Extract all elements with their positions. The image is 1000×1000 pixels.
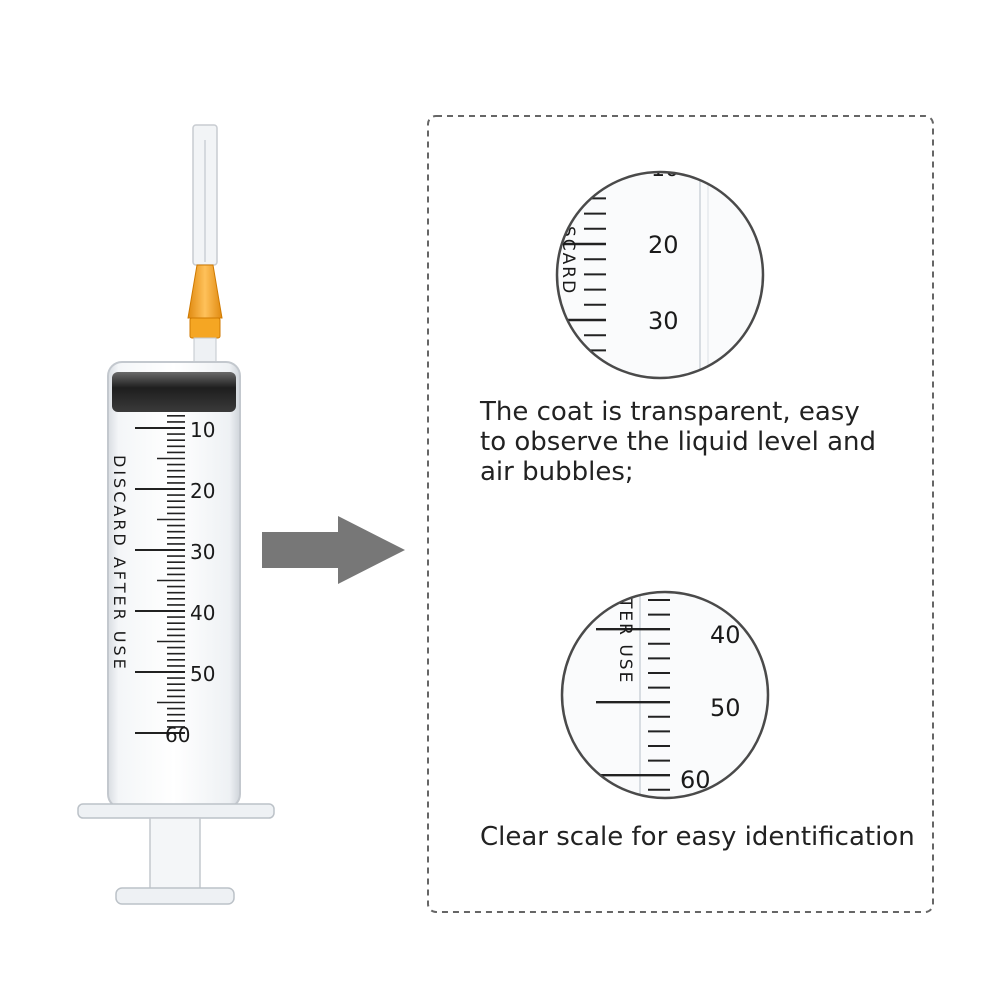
zoom1-label-20: 20 <box>648 231 679 259</box>
plunger-rod <box>149 817 201 891</box>
zoom-circle-top: 10 20 30 SCARD <box>555 157 765 380</box>
scale-label-20: 20 <box>190 479 215 503</box>
scale-label-30: 30 <box>190 540 215 564</box>
feature-panel <box>427 115 934 913</box>
finger-flange <box>77 803 275 819</box>
scale-label-50: 50 <box>190 662 215 686</box>
zoom1-label-30: 30 <box>648 307 679 335</box>
zoom-circle-bottom: 40 50 60 TER USE <box>560 590 770 800</box>
thumb-rest <box>115 887 235 905</box>
zoom1-partial-label: 10 <box>651 157 679 182</box>
feature-clear-scale-text: Clear scale for easy identification <box>480 822 915 852</box>
zoom1-vertical-fragment: SCARD <box>558 226 578 295</box>
scale-label-40: 40 <box>190 601 215 625</box>
scale-label-10: 10 <box>190 418 215 442</box>
discard-after-use-label: DISCARD AFTER USE <box>110 455 129 672</box>
zoom2-label-40: 40 <box>710 621 741 649</box>
syringe-scale: 10 20 30 40 50 60 <box>135 414 215 747</box>
zoom2-label-50: 50 <box>710 694 741 722</box>
right-arrow-icon <box>262 516 405 584</box>
zoom2-vertical-fragment: TER USE <box>615 597 635 684</box>
plunger-seal <box>112 372 236 412</box>
needle-hub <box>187 264 223 319</box>
feature-transparent-coat-text: The coat is transparent, easy to observe… <box>480 397 877 487</box>
syringe: 10 20 30 40 50 60 DISCARD AFTER USE <box>77 124 275 905</box>
scale-label-60: 60 <box>165 723 190 747</box>
